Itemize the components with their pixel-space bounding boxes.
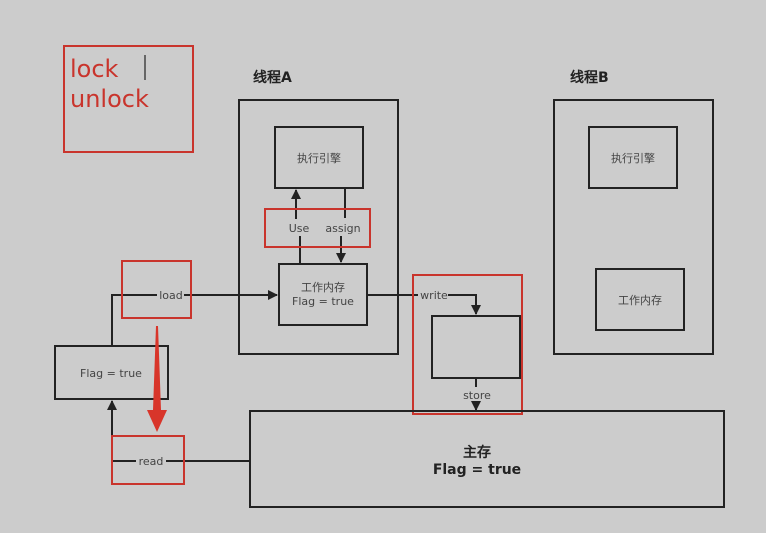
thread-b-box <box>553 99 714 355</box>
red-flow-arrow <box>147 326 167 432</box>
write-store-highlight <box>412 274 523 415</box>
write-buffer-box <box>431 315 521 379</box>
thread-b-engine-label: 执行引擎 <box>611 151 655 165</box>
thread-b-workmem-label: 工作内存 <box>618 293 662 307</box>
main-memory-box <box>249 410 725 508</box>
thread-a-workmem-value: Flag = true <box>292 295 354 308</box>
thread-b-title: 线程B <box>570 69 609 86</box>
thread-a-engine-box <box>274 126 364 189</box>
load-line <box>111 294 157 346</box>
use-assign-highlight <box>264 208 371 248</box>
load-highlight <box>121 260 192 319</box>
read-label: read <box>139 455 164 468</box>
thread-b-engine-box <box>588 126 678 189</box>
store-label: store <box>463 389 491 402</box>
thread-a-workmem-title: 工作内存 <box>301 280 345 294</box>
load-label: load <box>159 289 183 302</box>
write-label: write <box>420 289 448 302</box>
main-memory-value: Flag = true <box>433 462 521 478</box>
assign-label: assign <box>325 222 360 235</box>
legend-box <box>63 45 194 153</box>
use-label: Use <box>289 222 310 235</box>
side-flag-value: Flag = true <box>80 367 142 380</box>
legend-lock: lock <box>70 55 119 83</box>
thread-a-title: 线程A <box>253 69 292 86</box>
read-highlight <box>111 435 185 485</box>
thread-b-workmem-box <box>595 268 685 331</box>
write-arrow <box>448 294 481 315</box>
legend-unlock: unlock <box>70 85 149 113</box>
thread-a-box <box>238 99 399 355</box>
main-memory-title: 主存 <box>463 444 491 461</box>
thread-a-engine-label: 执行引擎 <box>297 151 341 165</box>
